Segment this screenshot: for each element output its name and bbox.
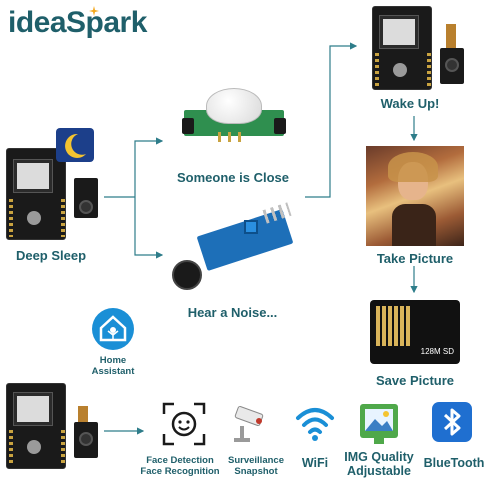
feature-label-img-quality: IMG Quality Adjustable	[336, 450, 422, 478]
camera-module-sleep	[74, 178, 98, 218]
camera-module-features	[74, 422, 98, 458]
home-assistant-label-line2: Assistant	[91, 366, 135, 377]
brand-name-part2: Spark	[66, 6, 147, 39]
pir-sensor	[178, 88, 290, 148]
brand-logo: ideaSpark	[8, 6, 147, 40]
image-quality-icon	[356, 402, 402, 446]
feature-label-face: Face Detection Face Recognition	[130, 455, 230, 477]
feature-label-bluetooth: BlueTooth	[423, 456, 485, 470]
take-picture-label: Take Picture	[376, 251, 454, 266]
feature-label-img-quality-line2: Adjustable	[347, 464, 411, 478]
wake-up-label: Wake Up!	[380, 96, 440, 111]
feature-label-img-quality-line1: IMG Quality	[344, 450, 414, 464]
feature-label-wifi: WiFi	[301, 456, 329, 470]
camera-ribbon-wake	[446, 24, 456, 54]
sound-sensor	[170, 202, 295, 296]
save-picture-label: Save Picture	[375, 373, 455, 388]
deep-sleep-label: Deep Sleep	[15, 248, 87, 263]
spark-star-icon	[89, 6, 99, 16]
surveillance-camera-icon	[232, 402, 274, 444]
brand-name-part1: idea	[8, 6, 67, 39]
hear-noise-label: Hear a Noise...	[187, 305, 278, 320]
esp32-cam-board-wake	[372, 6, 432, 90]
wifi-icon	[294, 404, 336, 442]
home-assistant-icon	[92, 308, 134, 350]
someone-close-label: Someone is Close	[177, 170, 289, 185]
home-assistant-label-line1: Home	[99, 355, 127, 366]
portrait-photo	[366, 146, 464, 246]
camera-module-wake	[440, 48, 464, 84]
sd-card: 128M SD	[370, 300, 460, 364]
bluetooth-icon	[432, 402, 472, 442]
moon-icon	[56, 128, 94, 162]
esp32-cam-board-sleep	[6, 148, 66, 240]
face-scan-icon	[162, 402, 206, 446]
camera-ribbon-features	[78, 406, 88, 428]
home-assistant-label: Home Assistant	[80, 355, 146, 377]
feature-label-surveillance-line1: Surveillance	[228, 455, 284, 466]
feature-label-surveillance: Surveillance Snapshot	[224, 455, 288, 477]
feature-label-surveillance-line2: Snapshot	[234, 466, 278, 477]
sd-card-capacity: 128M SD	[420, 347, 454, 356]
feature-label-face-line1: Face Detection	[146, 455, 214, 466]
esp32-cam-board-features	[6, 383, 66, 469]
feature-label-face-line2: Face Recognition	[140, 466, 220, 477]
